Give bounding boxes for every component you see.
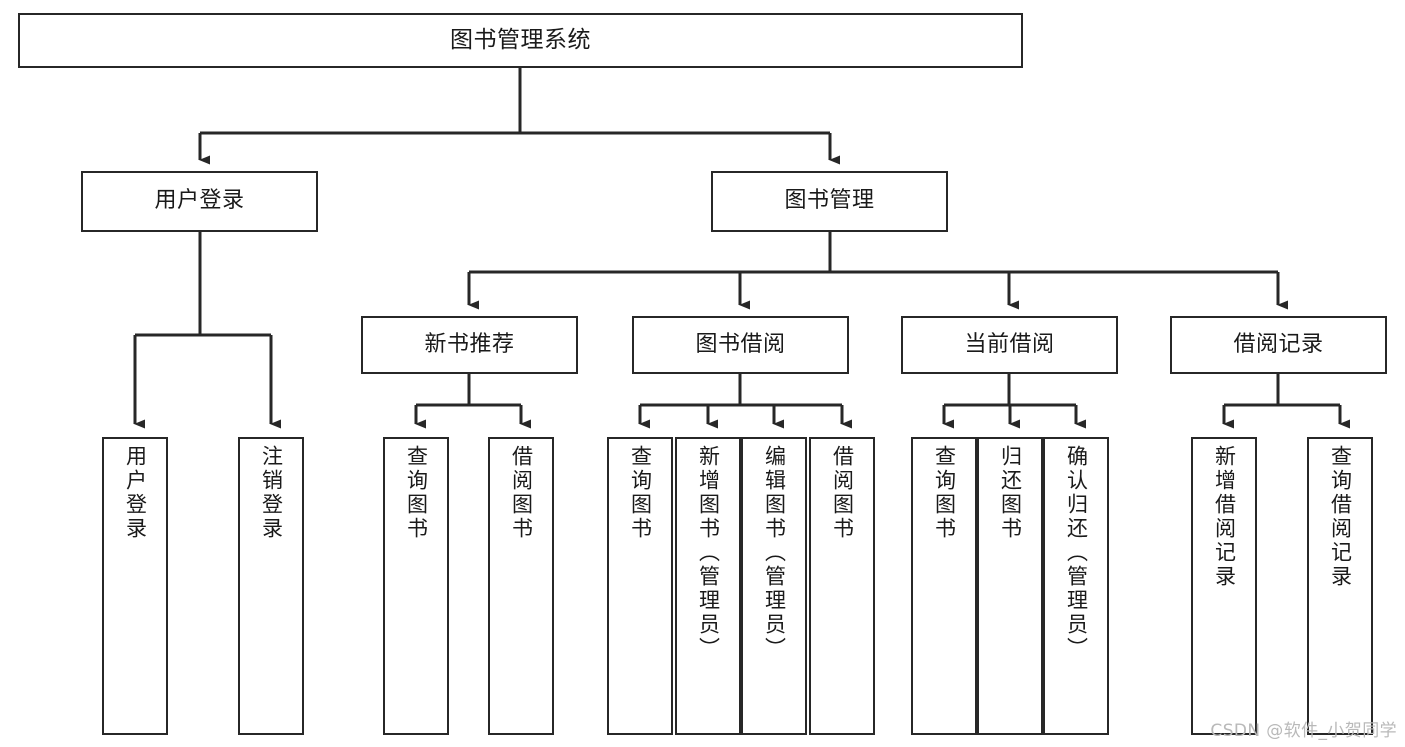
node-label: 借阅图书 [830, 445, 855, 541]
leaf-return-book[interactable]: 归还图书 [977, 437, 1043, 735]
node-root-system[interactable]: 图书管理系统 [18, 13, 1023, 68]
node-label: 查询借阅记录 [1328, 445, 1353, 589]
leaf-user-logout[interactable]: 注销登录 [238, 437, 304, 735]
node-label: 查询图书 [932, 445, 957, 541]
leaf-add-borrow-record[interactable]: 新增借阅记录 [1191, 437, 1257, 735]
node-label: 图书借阅 [695, 331, 786, 357]
node-book-management[interactable]: 图书管理 [711, 171, 948, 232]
leaf-edit-book-admin[interactable]: 编辑图书（管理员） [741, 437, 807, 735]
node-label: 确认归还（管理员） [1064, 445, 1089, 661]
node-user-login[interactable]: 用户登录 [81, 171, 318, 232]
node-label: 借阅图书 [509, 445, 534, 541]
leaf-query-book-recommend[interactable]: 查询图书 [383, 437, 449, 735]
node-label: 新书推荐 [424, 331, 515, 357]
node-label: 当前借阅 [964, 331, 1055, 357]
node-label: 用户登录 [154, 188, 245, 214]
node-label: 归还图书 [998, 445, 1023, 541]
node-label: 新增图书（管理员） [696, 445, 721, 661]
node-label: 图书管理系统 [450, 26, 591, 53]
leaf-borrow-book-recommend[interactable]: 借阅图书 [488, 437, 554, 735]
node-label: 借阅记录 [1233, 331, 1324, 357]
node-new-book-recommend[interactable]: 新书推荐 [361, 316, 578, 374]
node-label: 用户登录 [123, 445, 148, 541]
leaf-user-login[interactable]: 用户登录 [102, 437, 168, 735]
node-current-borrow[interactable]: 当前借阅 [901, 316, 1118, 374]
node-label: 编辑图书（管理员） [762, 445, 787, 661]
leaf-query-borrow-record[interactable]: 查询借阅记录 [1307, 437, 1373, 735]
node-label: 查询图书 [404, 445, 429, 541]
leaf-borrow-book[interactable]: 借阅图书 [809, 437, 875, 735]
leaf-query-book-current[interactable]: 查询图书 [911, 437, 977, 735]
watermark: CSDN @软件_小贺同学 [1210, 721, 1397, 741]
leaf-query-book-borrow[interactable]: 查询图书 [607, 437, 673, 735]
node-borrow-records[interactable]: 借阅记录 [1170, 316, 1387, 374]
leaf-add-book-admin[interactable]: 新增图书（管理员） [675, 437, 741, 735]
node-book-borrow[interactable]: 图书借阅 [632, 316, 849, 374]
node-label: 图书管理 [784, 188, 875, 214]
node-label: 查询图书 [628, 445, 653, 541]
node-label: 新增借阅记录 [1212, 445, 1237, 589]
node-label: 注销登录 [259, 445, 284, 541]
leaf-confirm-return-admin[interactable]: 确认归还（管理员） [1043, 437, 1109, 735]
